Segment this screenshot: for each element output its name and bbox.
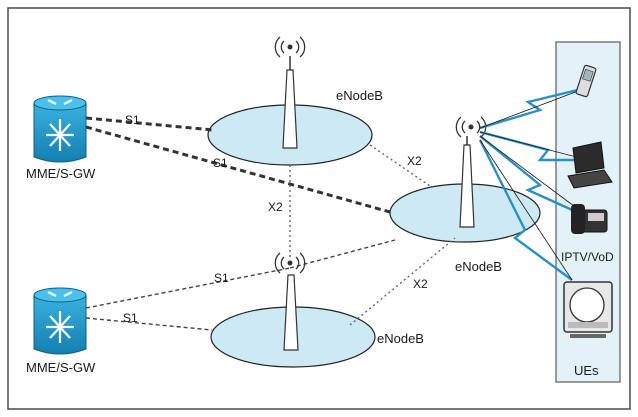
antenna-tower-icon (274, 252, 306, 351)
radio-links (478, 86, 591, 281)
s1-links (85, 116, 391, 214)
router-icon (33, 95, 87, 163)
x2-label-2: X2 (268, 200, 283, 214)
x2-label-1: X2 (407, 154, 422, 168)
s1-label-4: S1 (123, 311, 138, 325)
iptv-vod-label: IPTV/VoD (561, 250, 614, 264)
enb-top-label: eNodeB (336, 88, 383, 103)
router-icon (33, 287, 87, 355)
enb-bottom-label: eNodeB (377, 331, 424, 346)
desk-phone-icon (571, 204, 608, 234)
mme-top-label: MME/S-GW (26, 166, 96, 181)
antenna-tower-icon (274, 36, 306, 149)
tv-icon (563, 281, 613, 338)
laptop-icon (567, 141, 613, 189)
x2-label-3: X2 (413, 277, 428, 291)
radio-link-shadows (479, 87, 591, 281)
antenna-tower-icon (455, 116, 487, 228)
x2-links (289, 144, 456, 326)
s1-links-thin (85, 239, 396, 331)
mme-bottom-label: MME/S-GW (26, 360, 96, 375)
mobile-phone-icon (575, 64, 597, 98)
s1-label-1: S1 (125, 113, 140, 127)
s1-label-3: S1 (214, 271, 229, 285)
enb-right-label: eNodeB (455, 259, 502, 274)
s1-label-2: S1 (213, 156, 228, 170)
ues-label: UEs (574, 363, 599, 378)
